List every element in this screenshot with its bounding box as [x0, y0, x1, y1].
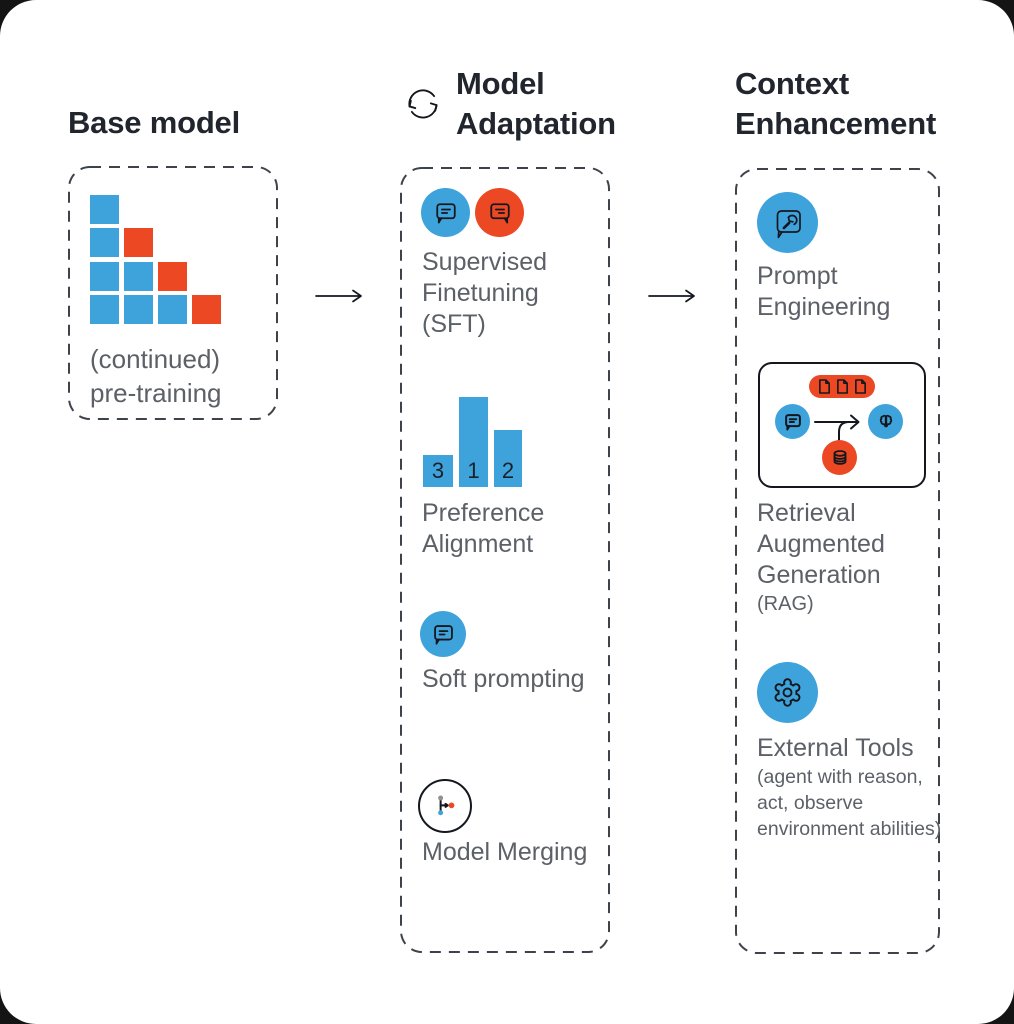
- base-model-box: (continued) pre-training: [68, 166, 278, 420]
- preference-rank-number: 3: [431, 458, 445, 483]
- grid-square-blue: [124, 261, 153, 291]
- gear-icon: [757, 662, 818, 723]
- rag-label-block: Retrieval Augmented Generation (RAG): [757, 498, 917, 617]
- database-icon: [822, 440, 857, 475]
- chat-bubble-blue-icon: [775, 404, 810, 439]
- grid-square-blue: [90, 228, 119, 258]
- dashed-border: [735, 168, 940, 954]
- external-tools-label: External Tools: [757, 734, 914, 762]
- grid-square-blue: [90, 295, 119, 325]
- dashed-border: [400, 167, 610, 953]
- preference-rank-number: 2: [501, 458, 515, 483]
- external-tools-block: External Tools (agent with reason, act, …: [757, 733, 942, 842]
- preference-rank-number: 1: [467, 458, 480, 483]
- grid-square-red: [158, 261, 187, 291]
- dashed-border: [68, 166, 278, 420]
- preference-bar: 1: [459, 397, 488, 487]
- chat-bubble-blue-icon: [421, 188, 470, 237]
- model-adaptation-title: Model Adaptation: [456, 66, 616, 141]
- rag-diagram-box: [758, 362, 926, 488]
- external-tools-sublabel: (agent with reason, act, observe environ…: [757, 766, 942, 840]
- git-merge-icon: [418, 779, 472, 833]
- flow-arrow-right-icon: [648, 288, 700, 304]
- documents-icon: [809, 375, 875, 398]
- grid-square-blue: [90, 261, 119, 291]
- wrench-bubble-icon: [757, 192, 818, 253]
- grid-square-blue: [90, 195, 119, 224]
- context-enhancement-box: Prompt Engineering: [735, 168, 942, 954]
- rag-label: Retrieval Augmented Generation: [757, 499, 885, 589]
- pretraining-squares-grid: [90, 195, 256, 327]
- chat-bubble-red-icon: [475, 188, 524, 237]
- base-model-title: Base model: [68, 105, 241, 140]
- rag-sublabel: (RAG): [757, 593, 814, 615]
- pretraining-caption: (continued) pre-training: [90, 344, 222, 408]
- context-enhancement-title: Context Enhancement: [735, 66, 937, 141]
- preference-alignment-label: Preference Alignment: [422, 499, 545, 558]
- brain-icon: [868, 404, 903, 439]
- chat-bubble-blue-icon: [420, 611, 466, 657]
- grid-square-red: [124, 228, 153, 258]
- sft-label: Supervised Finetuning (SFT): [422, 248, 548, 338]
- prompt-engineering-label: Prompt Engineering: [757, 262, 891, 321]
- soft-prompting-label: Soft prompting: [422, 665, 585, 693]
- grid-square-red: [192, 295, 221, 325]
- grid-square-blue: [158, 295, 187, 325]
- preference-bar: 3: [423, 455, 453, 487]
- merge-arrow-icon: [813, 405, 869, 449]
- grid-square-blue: [124, 295, 153, 325]
- preference-bar: 2: [494, 430, 522, 487]
- model-merging-label: Model Merging: [422, 838, 588, 866]
- flow-arrow-right-icon: [315, 288, 367, 304]
- refresh-cycle-icon: [402, 84, 444, 124]
